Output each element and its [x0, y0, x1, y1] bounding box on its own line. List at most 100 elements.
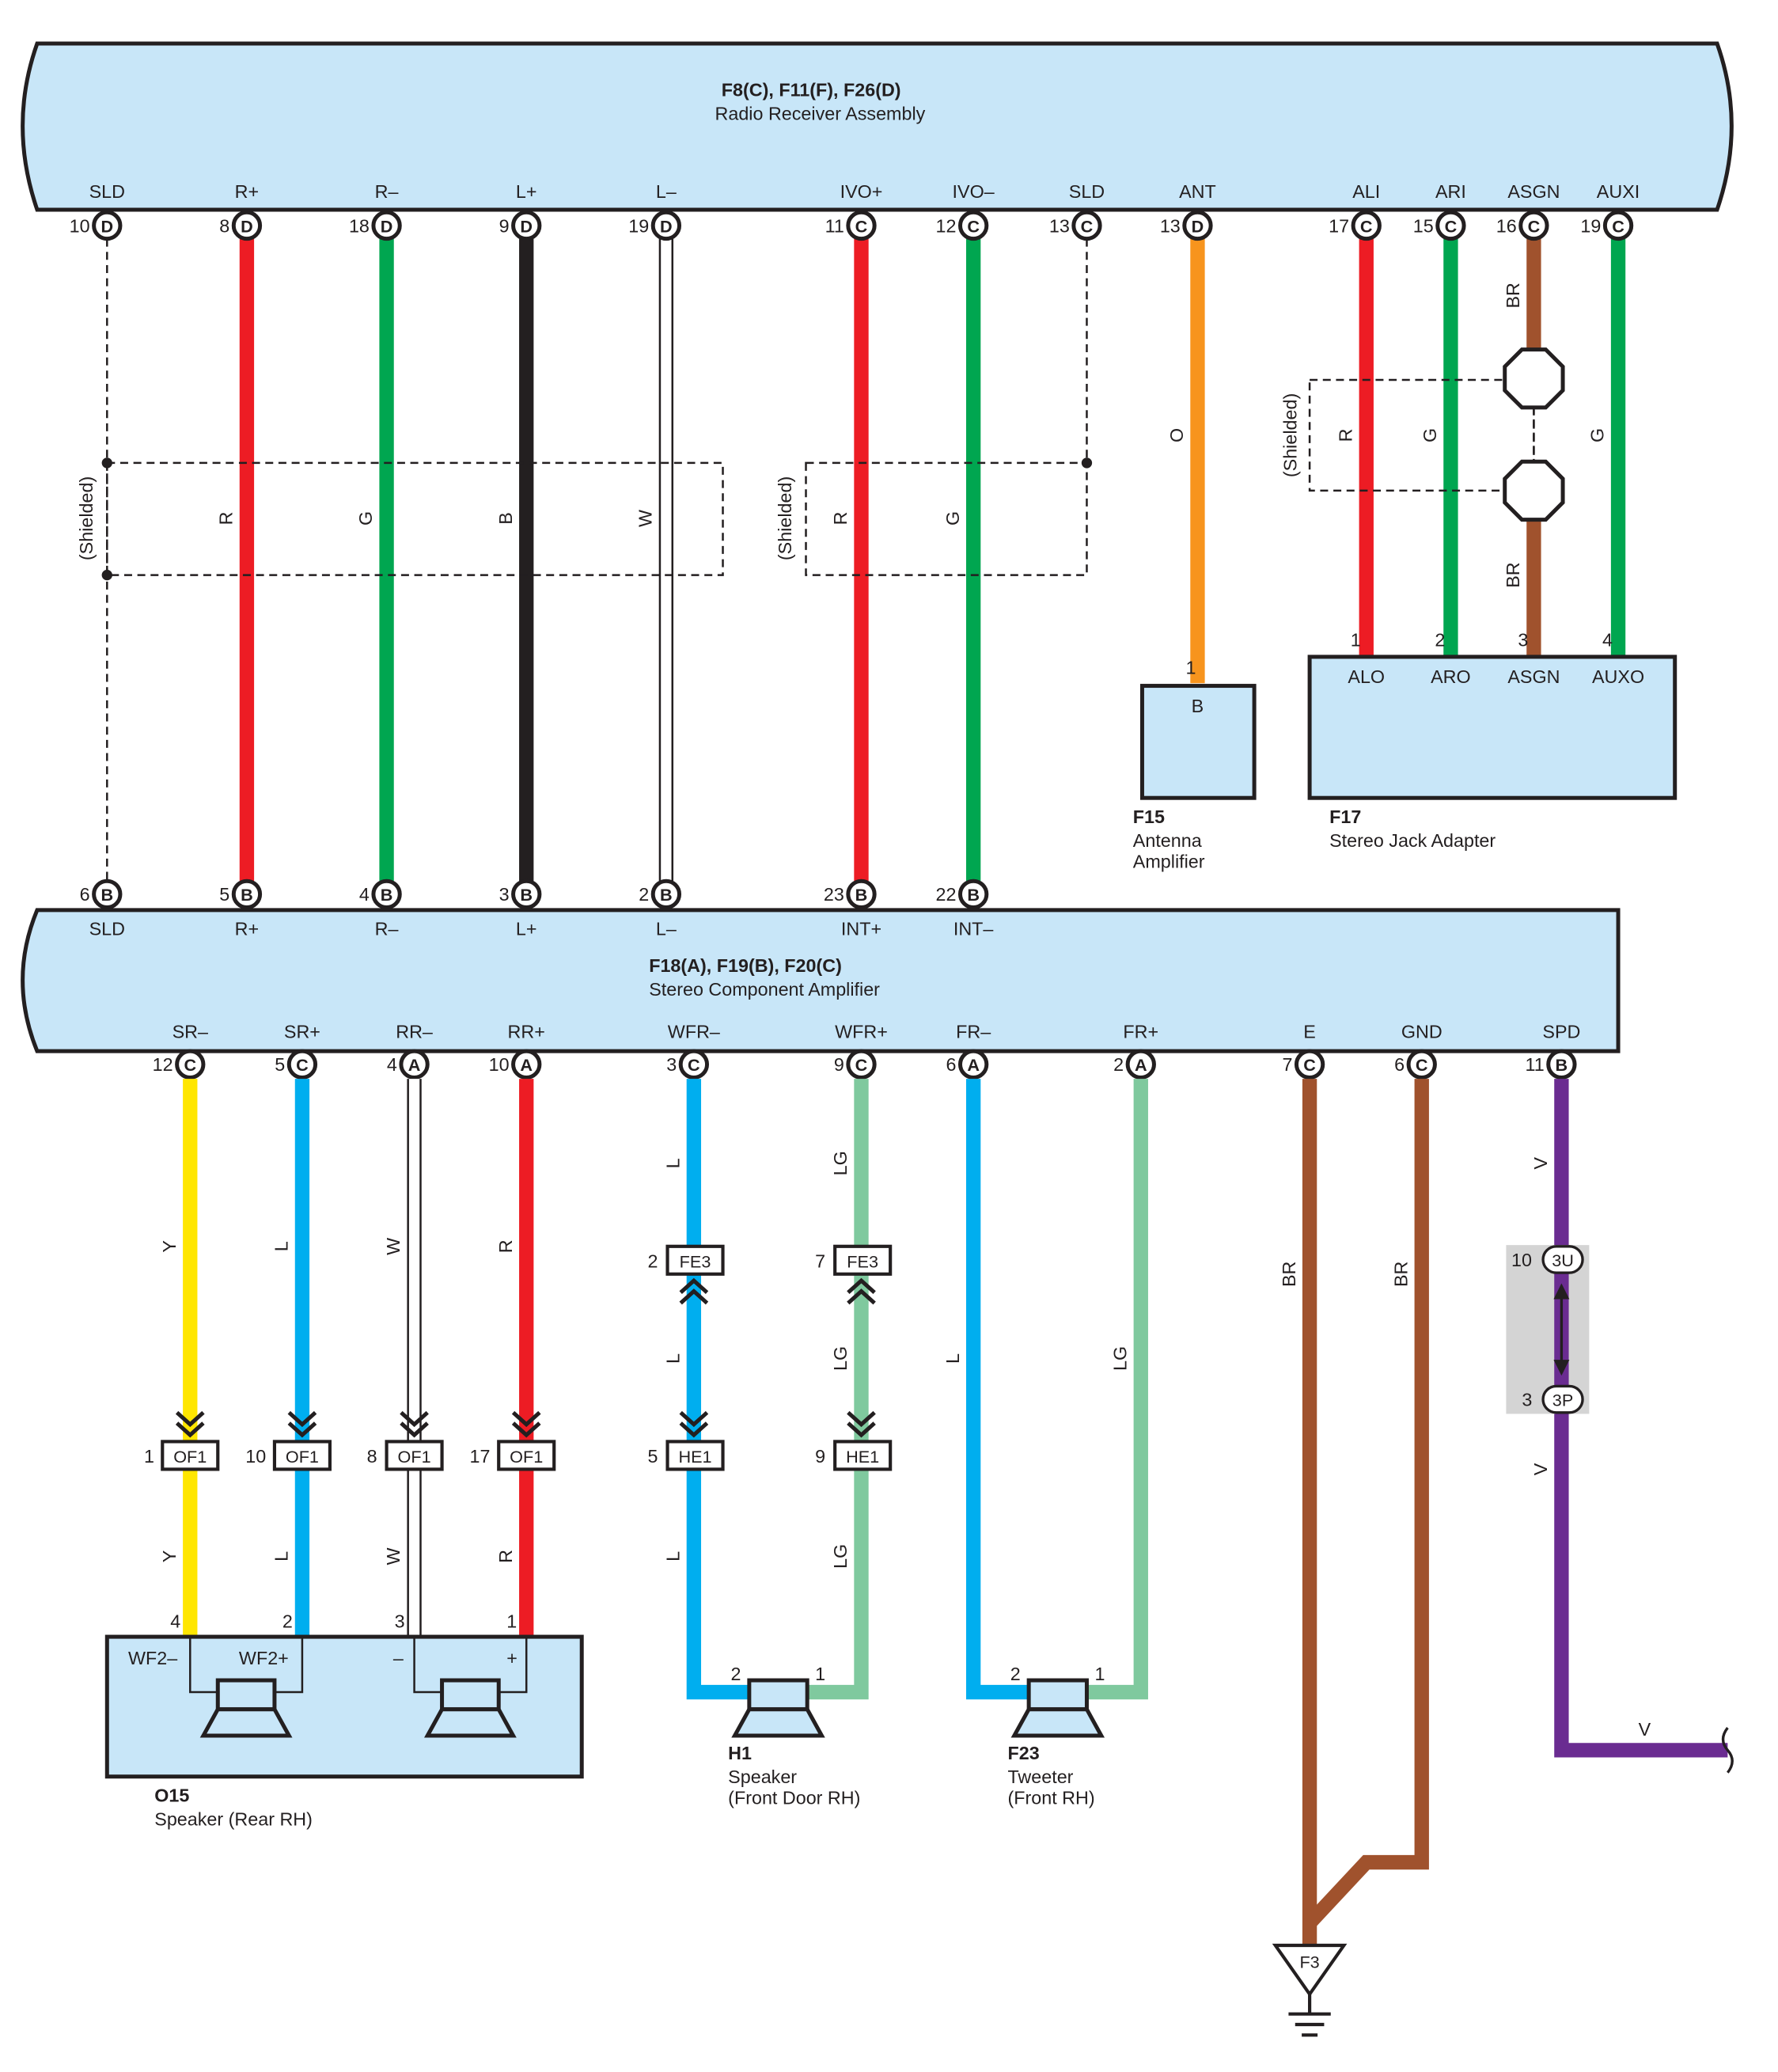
amplifier-bottom-pin: C7E — [1282, 1021, 1325, 1080]
wire-color-label: R — [1335, 429, 1355, 442]
pin-number: 22 — [936, 884, 957, 905]
pin-connector-letter: B — [241, 885, 253, 905]
pin-number: 5 — [219, 884, 229, 905]
pin-connector-letter: C — [1081, 216, 1094, 236]
connector-pin-num: 2 — [648, 1250, 658, 1271]
pin-connector-letter: C — [855, 1055, 868, 1075]
wire-color-label: G — [942, 511, 963, 526]
connector-3p: 3P — [1552, 1390, 1574, 1410]
connector-of1: OF1 — [286, 1447, 319, 1467]
pin-circle — [231, 210, 263, 241]
speaker-icon — [199, 1678, 293, 1738]
pin-label: SLD — [89, 181, 125, 202]
ground-point: F3 — [1272, 1943, 1348, 2037]
speaker-pin-num: 1 — [506, 1611, 517, 1631]
rear-speaker-name: Speaker (Rear RH) — [154, 1808, 313, 1829]
pin-number: 11 — [1526, 1054, 1545, 1075]
pin-label: SPD — [1542, 1021, 1580, 1042]
pin-circle — [846, 879, 877, 910]
pin-connector-letter: C — [1612, 216, 1624, 236]
stereo-component-amplifier: F18(A), F19(B), F20(C) Stereo Component … — [21, 908, 1621, 1053]
pin-circle — [846, 1049, 877, 1080]
wire-color-label: LG — [830, 1151, 851, 1175]
speaker-pin-num: 2 — [731, 1664, 741, 1684]
shielded-label: (Shielded) — [1279, 393, 1300, 477]
pin-label: IVO– — [953, 181, 995, 202]
pin-circle — [650, 879, 682, 910]
pin-number: 16 — [1496, 215, 1517, 236]
pin-connector-letter: B — [967, 885, 980, 905]
pin-label: ARI — [1435, 181, 1466, 202]
connector-pin-num: 17 — [470, 1446, 491, 1467]
speaker-terminal-label: WF2+ — [239, 1648, 289, 1668]
pin-connector-letter: A — [408, 1055, 421, 1075]
wire-color-label: G — [1587, 428, 1608, 442]
pin-circle — [650, 210, 682, 241]
amplifier-top-pin: B4R– — [359, 879, 402, 939]
pin-label: L– — [656, 919, 677, 939]
antenna-amp-name-1: Antenna — [1133, 830, 1202, 851]
speaker-icon — [731, 1678, 825, 1738]
pin-number: 10 — [70, 215, 90, 236]
wire-color-label: L — [663, 1353, 684, 1364]
wire-color-label: R — [216, 511, 237, 525]
connector-fe3: FE3 — [847, 1251, 878, 1271]
wire-color-label: V — [1530, 1157, 1551, 1170]
pin-number: 2 — [1113, 1054, 1124, 1075]
jack-pin-label: AUXO — [1592, 666, 1644, 687]
pin-circle — [399, 1049, 430, 1080]
jack-pin-num: 4 — [1602, 630, 1613, 651]
pin-connector-letter: D — [1192, 216, 1204, 236]
top-wire-color-labels: R G B W R G O R G BR BR G — [216, 283, 1608, 588]
pin-number: 12 — [936, 215, 957, 236]
pin-circle — [1182, 210, 1213, 241]
pin-connector-letter: D — [100, 216, 113, 236]
pin-connector-letter: C — [1528, 216, 1541, 236]
speaker-terminal-label: WF2– — [128, 1648, 177, 1668]
receiver-pin: D 10 SLD — [70, 181, 125, 241]
pin-circle — [511, 210, 542, 241]
receiver-pins: D10SLDD8R+D18R–D9L+D19L–C11IVO+C12IVO–C1… — [70, 181, 1640, 241]
tweeter: 2 1 F23 Tweeter (Front RH) — [1007, 1664, 1105, 1808]
receiver-pin: D9L+ — [499, 181, 542, 241]
pin-label: ANT — [1179, 181, 1216, 202]
antenna-amp-name-2: Amplifier — [1133, 852, 1205, 872]
pin-connector-letter: D — [660, 216, 673, 236]
stereo-jack-adapter: 1 2 3 4 ALO ARO ASGN AUXO F17 Stereo Jac… — [1307, 630, 1678, 851]
pin-number: 19 — [1580, 215, 1601, 236]
pin-connector-letter: B — [381, 885, 393, 905]
connector-pin-num: 8 — [367, 1446, 377, 1467]
pin-connector-letter: D — [241, 216, 253, 236]
pin-number: 9 — [499, 215, 510, 236]
pin-number: 12 — [153, 1054, 173, 1075]
speaker-pin-num: 2 — [1010, 1664, 1021, 1684]
pin-label: SR– — [172, 1021, 208, 1042]
connector-pin-num: 5 — [648, 1446, 658, 1467]
pin-number: 17 — [1329, 215, 1349, 236]
pin-connector-letter: C — [296, 1055, 309, 1075]
wire-color-label: BR — [1503, 562, 1523, 587]
amplifier-top-pin: B5R+ — [219, 879, 263, 939]
receiver-pin: D 13 ANT — [1160, 181, 1216, 241]
pin-connector-letter: C — [1303, 1055, 1316, 1075]
pin-label: R+ — [235, 919, 259, 939]
jack-pin-num: 1 — [1351, 630, 1361, 651]
pin-number: 8 — [219, 215, 229, 236]
pin-number: 7 — [1282, 1054, 1292, 1075]
pin-label: WFR– — [668, 1021, 720, 1042]
pin-circle — [1518, 210, 1549, 241]
pin-connector-letter: B — [660, 885, 673, 905]
pin-connector-letter: B — [520, 885, 533, 905]
pin-circle — [1125, 1049, 1156, 1080]
jack-pin-label: ARO — [1431, 666, 1471, 687]
pin-circle — [1435, 210, 1466, 241]
pin-circle — [511, 879, 542, 910]
pin-number: 13 — [1160, 215, 1181, 236]
receiver-pin: D8R+ — [219, 181, 263, 241]
